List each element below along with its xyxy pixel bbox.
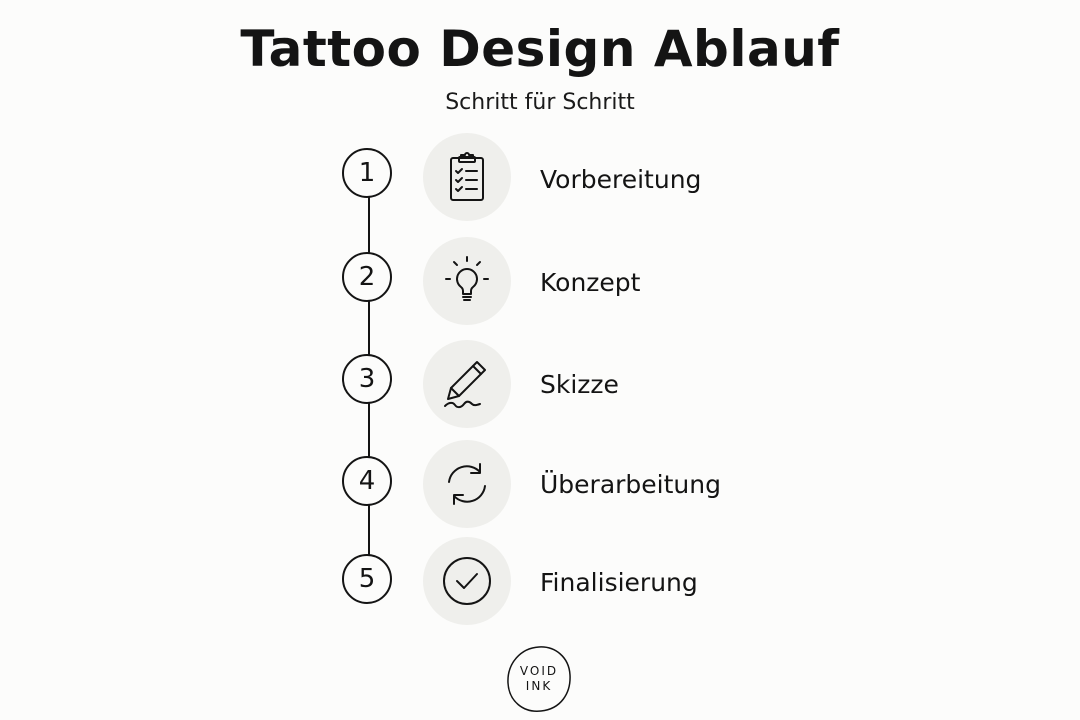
logo-text-bottom: INK [525, 679, 553, 693]
void-ink-logo: VOID INK [503, 643, 575, 715]
step-4: 4 Überarbeitung [0, 440, 1080, 531]
step-3: 3 Skizze [0, 340, 1080, 431]
step-icon-circle [423, 237, 511, 325]
step-icon-circle [423, 133, 511, 221]
page-title: Tattoo Design Ablauf [240, 20, 840, 78]
step-icon-circle [423, 440, 511, 528]
step-number-badge: 2 [342, 252, 392, 302]
step-2: 2 Konzept [0, 237, 1080, 328]
step-number-badge: 1 [342, 148, 392, 198]
step-number-badge: 4 [342, 456, 392, 506]
step-label: Überarbeitung [540, 470, 721, 499]
check-circle-icon [443, 557, 491, 605]
refresh-arrows-icon [448, 463, 486, 505]
pencil-icon [444, 361, 486, 409]
step-icon-circle [423, 340, 511, 428]
step-label: Konzept [540, 268, 641, 297]
logo-blob-outline [507, 646, 571, 712]
page-subtitle: Schritt für Schritt [445, 90, 635, 115]
step-label: Vorbereitung [540, 165, 702, 194]
step-icon-circle [423, 537, 511, 625]
step-5: 5 Finalisierung [0, 537, 1080, 627]
clipboard-checklist-icon [450, 152, 484, 201]
step-1: 1 Vorbereitung [0, 133, 1080, 223]
logo-text-top: VOID [519, 664, 559, 678]
step-number-badge: 3 [342, 354, 392, 404]
step-number-badge: 5 [342, 554, 392, 604]
lightbulb-icon [445, 256, 489, 301]
step-label: Finalisierung [540, 568, 698, 597]
step-label: Skizze [540, 370, 619, 399]
